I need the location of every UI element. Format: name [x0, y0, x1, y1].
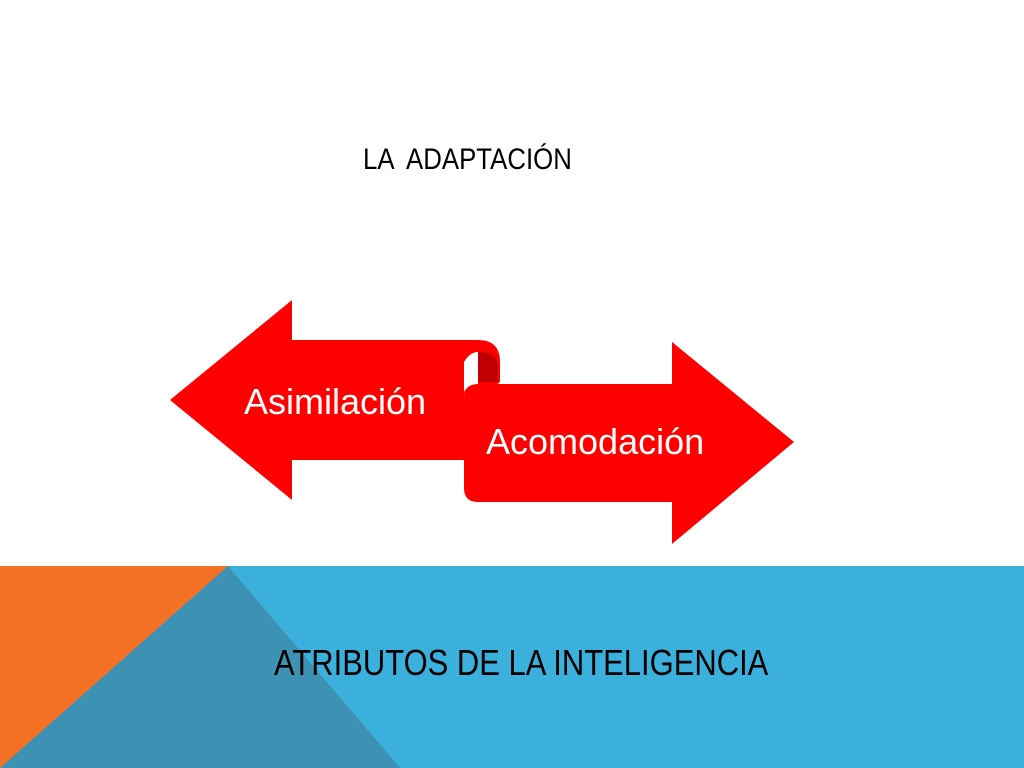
right-arrow-shape	[464, 342, 794, 544]
adaptation-diagram: Asimilación Acomodación	[170, 300, 794, 544]
left-arrow-asimilacion: Asimilación	[170, 300, 500, 500]
asimilacion-label: Asimilación	[244, 381, 426, 422]
footer-title: ATRIBUTOS DE LA INTELIGENCIA	[274, 642, 769, 683]
left-arrow-shape	[170, 300, 500, 500]
slide-title: LA ADAPTACIÓN	[363, 143, 572, 176]
right-arrow-acomodacion: Acomodación	[464, 342, 794, 544]
footer-orange-triangle	[0, 566, 228, 768]
acomodacion-label: Acomodación	[486, 421, 704, 462]
arrow-fold-edge	[464, 352, 478, 392]
footer-overlap-triangle	[0, 566, 400, 768]
footer-band	[0, 566, 1024, 768]
